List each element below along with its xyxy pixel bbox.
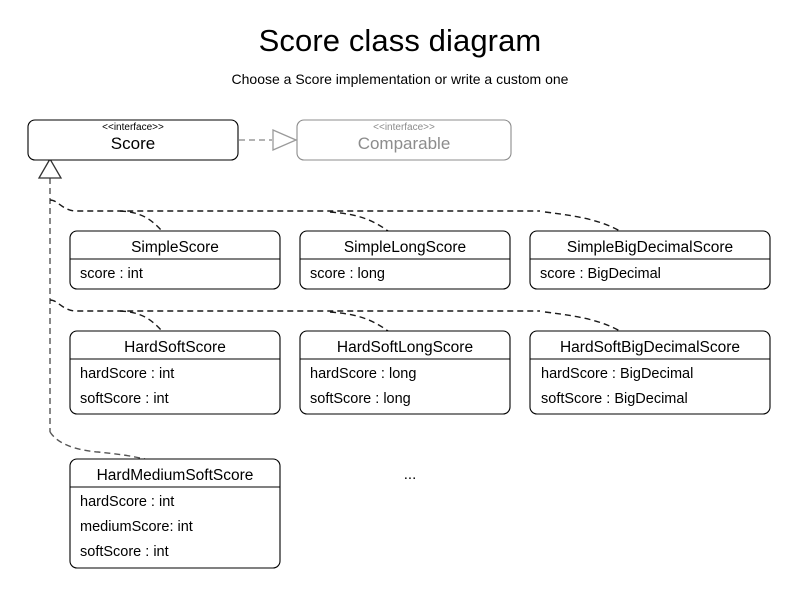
class-attribute: mediumScore: int — [80, 519, 193, 535]
class-attribute: softScore : long — [310, 391, 411, 407]
node-comparable[interactable]: <<interface>> Comparable — [296, 119, 512, 161]
class-attribute: softScore : int — [80, 391, 169, 407]
class-title: HardSoftBigDecimalScore — [560, 339, 740, 356]
connector-row1-trunk — [49, 199, 540, 212]
class-attribute: softScore : BigDecimal — [541, 391, 688, 407]
class-title: HardSoftLongScore — [337, 339, 473, 356]
class-box — [69, 458, 281, 569]
class-attribute: softScore : int — [80, 544, 169, 560]
node-hard-medium-soft-score[interactable]: HardMediumSoftScore hardScore : int medi… — [69, 458, 281, 569]
class-attribute: score : long — [310, 266, 385, 282]
score-box — [27, 119, 239, 161]
class-box — [299, 330, 511, 415]
class-attribute: score : BigDecimal — [540, 266, 661, 282]
page-title: Score class diagram — [258, 23, 542, 58]
node-simple-big-decimal-score[interactable]: SimpleBigDecimalScore score : BigDecimal — [529, 230, 771, 290]
comparable-stereotype: <<interface>> — [373, 122, 435, 133]
score-stereotype: <<interface>> — [102, 122, 164, 133]
class-box — [299, 230, 511, 290]
class-title: SimpleBigDecimalScore — [567, 239, 733, 256]
connector-branch-simple-big-decimal-score — [544, 211, 621, 232]
class-title: HardMediumSoftScore — [97, 467, 254, 484]
node-hard-soft-long-score[interactable]: HardSoftLongScore hardScore : long softS… — [299, 330, 511, 415]
score-name: Score — [111, 134, 155, 153]
node-simple-long-score[interactable]: SimpleLongScore score : long — [299, 230, 511, 290]
connector-branch-hard-soft-big-decimal-score — [544, 311, 621, 332]
node-simple-score[interactable]: SimpleScore score : int — [69, 230, 281, 290]
class-title: SimpleLongScore — [344, 239, 466, 256]
connector-branch-hard-soft-long-score — [329, 311, 389, 332]
node-hard-soft-big-decimal-score[interactable]: HardSoftBigDecimalScore hardScore : BigD… — [529, 330, 771, 415]
connector-row2-trunk — [49, 299, 540, 312]
realization-arrowhead-icon — [272, 129, 298, 151]
class-box — [69, 230, 281, 290]
class-attribute: hardScore : BigDecimal — [541, 366, 693, 382]
realization-connectors — [37, 157, 621, 460]
inheritance-triangle-icon — [37, 157, 63, 179]
connector-branch-hard-soft-score — [119, 310, 163, 332]
realization-score-to-comparable — [239, 129, 298, 151]
class-attribute: hardScore : int — [80, 366, 174, 382]
connector-branch-hard-medium-soft-score — [49, 431, 146, 460]
class-box — [529, 330, 771, 415]
class-title: HardSoftScore — [124, 339, 226, 356]
diagram-header: Score class diagram Choose a Score imple… — [0, 0, 800, 88]
class-box — [69, 330, 281, 415]
class-title: SimpleScore — [131, 239, 219, 256]
node-hard-soft-score[interactable]: HardSoftScore hardScore : int softScore … — [69, 330, 281, 415]
comparable-name: Comparable — [358, 134, 451, 153]
class-attribute: hardScore : long — [310, 366, 416, 382]
class-attribute: hardScore : int — [80, 494, 174, 510]
class-attribute: score : int — [80, 266, 143, 282]
connector-branch-simple-long-score — [329, 211, 389, 232]
page-subtitle: Choose a Score implementation or write a… — [231, 71, 569, 87]
node-score[interactable]: <<interface>> Score — [27, 119, 239, 161]
class-box — [529, 230, 771, 290]
more-classes-ellipsis: ... — [404, 466, 417, 483]
comparable-box — [296, 119, 512, 161]
connector-branch-simple-score — [119, 210, 163, 232]
